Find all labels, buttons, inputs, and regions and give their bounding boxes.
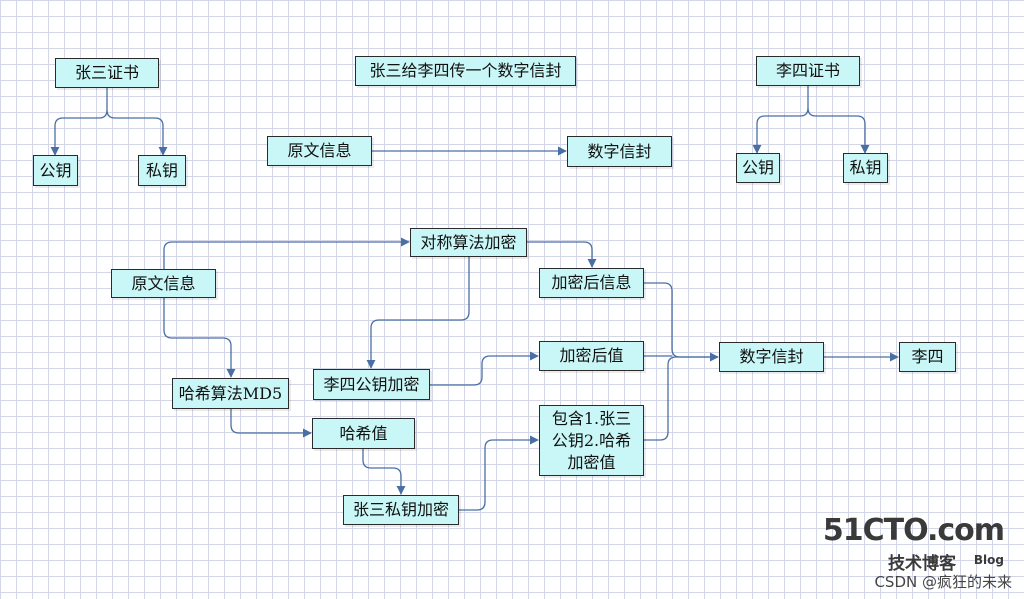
edge-ls-cert-to-pub (752, 86, 809, 154)
encrypted-info-box: 加密后信息 (539, 268, 644, 298)
watermark-csdn: CSDN @疯狂的未来 (874, 573, 1012, 591)
edge-hash-to-hashvalue (230, 409, 312, 438)
edge-plain-to-sym (163, 237, 410, 269)
hash-md5-box: 哈希算法MD5 (172, 378, 289, 409)
edge-lspubenc-to-encvalue (430, 351, 539, 386)
edge-sym-to-lspubenc (366, 256, 470, 369)
lisi-recipient-box: 李四 (899, 342, 956, 372)
top-plaintext-box: 原文信息 (267, 136, 372, 166)
edge-zs-cert-to-pub (50, 88, 108, 156)
digital-envelope-box: 数字信封 (719, 342, 824, 372)
zhangsan-privkey-encrypt-box: 张三私钥加密 (343, 495, 459, 525)
symmetric-encrypt-box: 对称算法加密 (410, 228, 527, 257)
watermark: 51CTO.com 技术博客 Blog CSDN @疯狂的未来 (823, 513, 1012, 593)
diagram-title-box: 张三给李四传一个数字信封 (355, 56, 576, 86)
edge-ls-cert-to-priv (807, 107, 870, 154)
watermark-subtitle: 技术博客 (888, 554, 956, 574)
lisi-public-key-box: 公钥 (736, 153, 780, 183)
encrypted-value-box: 加密后值 (539, 341, 644, 371)
top-digital-envelope-box: 数字信封 (567, 136, 672, 167)
lisi-pubkey-encrypt-box: 李四公钥加密 (313, 369, 430, 400)
edge-hashvalue-to-zsprivenc (362, 449, 406, 495)
edge-zsprivenc-to-bundle (459, 435, 539, 511)
watermark-blog: Blog (973, 553, 1004, 567)
watermark-logo: 51CTO.com (822, 513, 1005, 548)
zhangsan-certificate-box: 张三证书 (55, 58, 159, 88)
edge-plain-to-hash (163, 298, 236, 378)
zhangsan-public-key-box: 公钥 (33, 155, 78, 186)
edge-zs-cert-to-priv (106, 109, 168, 156)
zhangsan-private-key-box: 私钥 (138, 155, 186, 186)
lisi-certificate-box: 李四证书 (756, 56, 860, 86)
lisi-private-key-box: 私钥 (843, 153, 888, 183)
edge-sym-to-encinfo (527, 241, 597, 268)
edge-encinfo-to-envelope (644, 282, 719, 362)
edge-bundle-to-envelope (644, 356, 718, 441)
bundle-box: 包含1.张三 公钥2.哈希 加密值 (539, 405, 644, 476)
plaintext-box: 原文信息 (111, 269, 216, 298)
hash-value-box: 哈希值 (312, 418, 415, 449)
